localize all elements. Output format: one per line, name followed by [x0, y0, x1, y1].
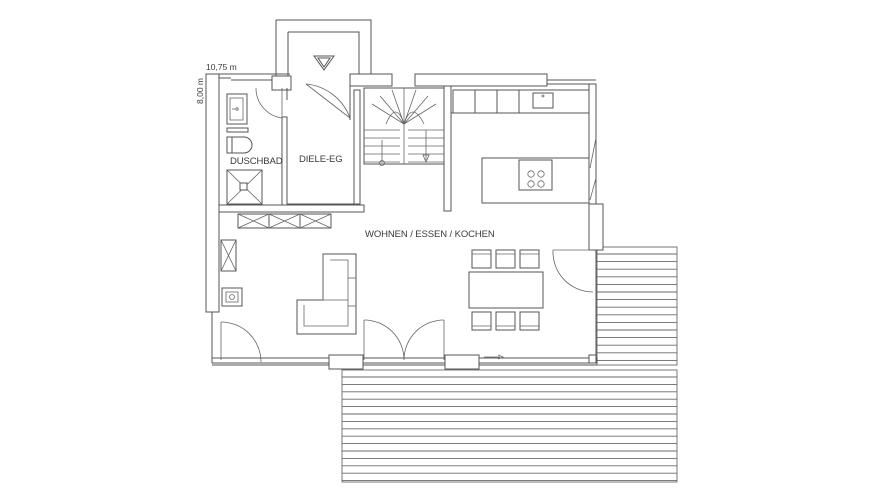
room-label-diele: DIELE-EG — [299, 154, 343, 165]
entrance-porch — [275, 19, 372, 76]
width-dimension: 10,75 m — [206, 62, 237, 72]
staircase — [363, 87, 445, 166]
bath-door — [255, 87, 283, 119]
entrance-door — [305, 83, 351, 120]
kitchen — [452, 89, 597, 204]
side-terrace — [596, 246, 678, 366]
exterior-walls — [205, 73, 604, 366]
height-dimension: 8,00 m — [195, 78, 205, 104]
living-doors — [220, 249, 594, 370]
dining-set — [468, 249, 544, 331]
dining-chair — [495, 249, 516, 269]
dining-chair — [471, 249, 492, 269]
left-wall-units — [220, 239, 243, 307]
dining-chair — [519, 311, 540, 331]
bath-fixtures — [226, 93, 263, 205]
room-label-wohnen: WOHNEN / ESSEN / KOCHEN — [365, 229, 495, 240]
interior-walls — [218, 85, 589, 213]
dining-chair — [495, 311, 516, 331]
sofa — [296, 253, 357, 335]
cabinet-row — [237, 213, 332, 229]
front-terrace — [341, 369, 678, 483]
room-label-duschbad: DUSCHBAD — [230, 156, 283, 167]
dining-chair — [519, 249, 540, 269]
dining-chair — [471, 311, 492, 331]
